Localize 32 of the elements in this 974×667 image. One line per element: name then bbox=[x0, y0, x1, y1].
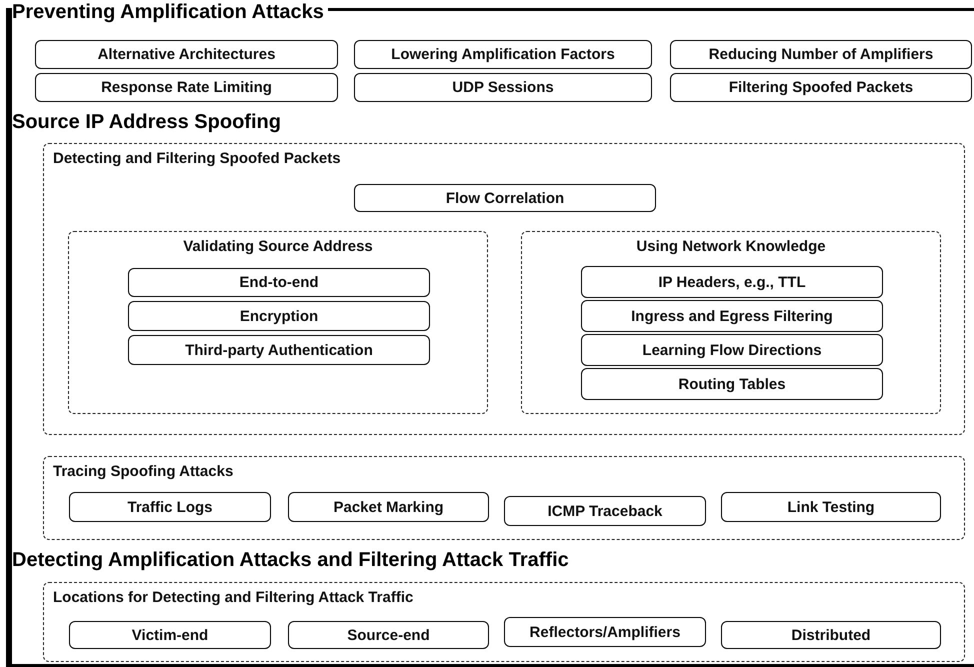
group-title: Detecting and Filtering Spoofed Packets bbox=[53, 150, 341, 167]
dashed-group bbox=[43, 456, 965, 540]
category-box: Third-party Authentication bbox=[128, 335, 430, 365]
category-box: Reflectors/Amplifiers bbox=[504, 617, 706, 647]
category-box: Learning Flow Directions bbox=[581, 334, 883, 366]
category-box: ICMP Traceback bbox=[504, 496, 706, 526]
dashed-group bbox=[521, 231, 941, 414]
dashed-group bbox=[43, 143, 965, 435]
category-box: Filtering Spoofed Packets bbox=[670, 73, 972, 102]
category-box: Link Testing bbox=[721, 492, 941, 522]
category-box: Packet Marking bbox=[288, 492, 489, 522]
dashed-group bbox=[43, 582, 965, 662]
group-title: Tracing Spoofing Attacks bbox=[53, 463, 234, 480]
category-box: IP Headers, e.g., TTL bbox=[581, 266, 883, 298]
category-box: Routing Tables bbox=[581, 368, 883, 400]
group-title: Locations for Detecting and Filtering Attack Traffic bbox=[53, 589, 414, 606]
category-box: Traffic Logs bbox=[69, 492, 271, 522]
category-box: End-to-end bbox=[128, 268, 430, 297]
category-box: UDP Sessions bbox=[354, 73, 652, 102]
category-box: Victim-end bbox=[69, 621, 271, 649]
category-box: Alternative Architectures bbox=[35, 40, 338, 69]
dashed-group bbox=[68, 231, 488, 414]
category-box: Ingress and Egress Filtering bbox=[581, 300, 883, 332]
category-box: Flow Correlation bbox=[354, 184, 656, 212]
category-box: Distributed bbox=[721, 621, 941, 649]
category-box: Lowering Amplification Factors bbox=[354, 40, 652, 69]
group-title: Using Network Knowledge bbox=[635, 238, 827, 255]
category-box: Reducing Number of Amplifiers bbox=[670, 40, 972, 69]
category-box: Encryption bbox=[128, 301, 430, 331]
category-box: Source-end bbox=[288, 621, 489, 649]
category-box: Response Rate Limiting bbox=[35, 73, 338, 102]
group-title: Validating Source Address bbox=[182, 238, 374, 255]
